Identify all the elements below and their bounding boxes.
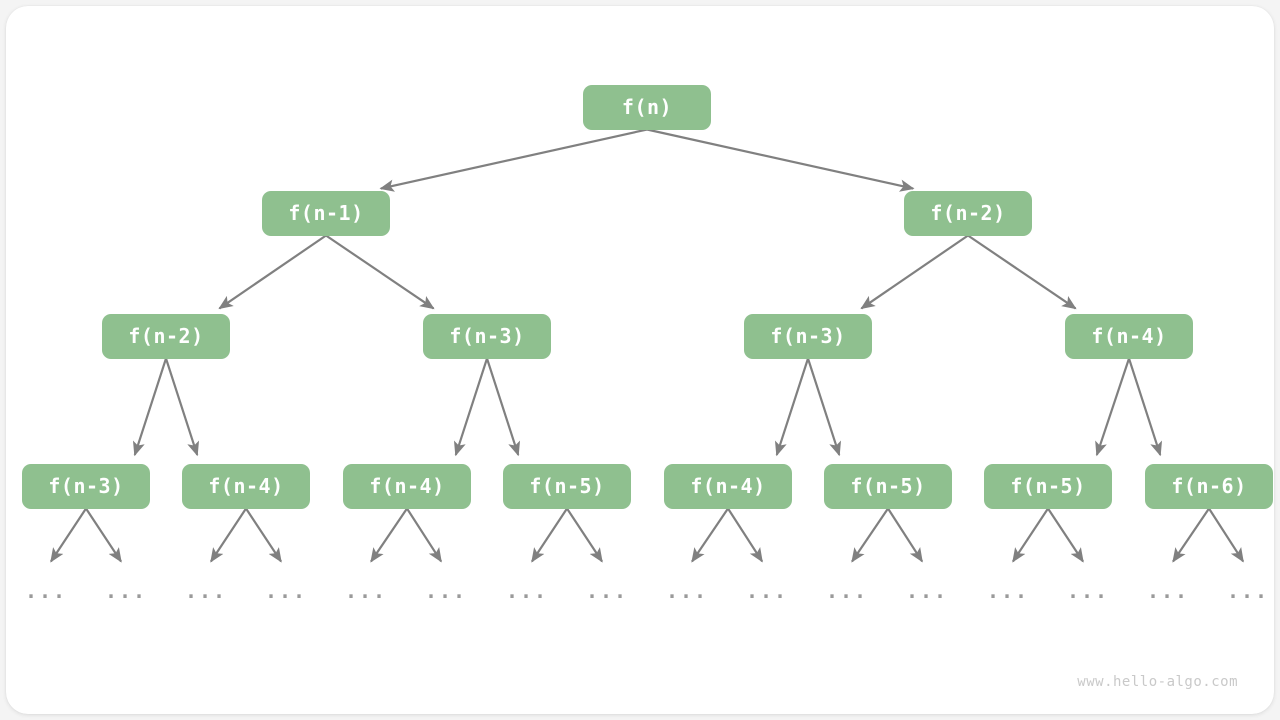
- tree-edge-l1n1-l2n3: [967, 234, 1077, 310]
- leaf-ellipsis-e9: ...: [745, 579, 789, 603]
- tree-node-l1n1: f(n-2): [904, 190, 1032, 236]
- watermark-label: www.hello-algo.com: [1077, 674, 1238, 690]
- tree-node-l2n3: f(n-4): [1065, 313, 1193, 359]
- tree-edge-l2n3-l3n7: [1127, 358, 1163, 457]
- leaf-ellipsis-e4: ...: [344, 579, 388, 603]
- tree-edge-l1n0-l2n0: [218, 234, 327, 310]
- leaf-edge-l3n5-e11: [887, 507, 924, 563]
- leaf-edge-l3n7-e15: [1208, 507, 1245, 563]
- leaf-edge-l3n3-e6: [531, 507, 568, 563]
- tree-node-l2n2: f(n-3): [744, 313, 872, 359]
- tree-node-l0n0: f(n): [583, 84, 711, 130]
- leaf-ellipsis-e13: ...: [1066, 579, 1110, 603]
- tree-node-l3n7: f(n-6): [1145, 463, 1273, 509]
- tree-edge-l2n0-l3n1: [164, 358, 200, 457]
- leaf-ellipsis-e3: ...: [264, 579, 308, 603]
- tree-edge-l1n1-l2n2: [860, 234, 969, 310]
- tree-node-l1n0: f(n-1): [262, 190, 390, 236]
- leaf-ellipsis-e5: ...: [424, 579, 468, 603]
- leaf-ellipsis-e10: ...: [825, 579, 869, 603]
- leaf-edge-l3n1-e3: [245, 507, 282, 563]
- tree-node-l2n0: f(n-2): [102, 313, 230, 359]
- leaf-edge-l3n0-e1: [85, 507, 122, 563]
- tree-node-l2n1: f(n-3): [423, 313, 551, 359]
- tree-node-l3n5: f(n-5): [824, 463, 952, 509]
- leaf-ellipsis-e0: ...: [24, 579, 68, 603]
- leaf-edge-l3n4-e9: [727, 507, 764, 563]
- leaf-ellipsis-e8: ...: [665, 579, 709, 603]
- tree-edge-l1n0-l2n1: [325, 234, 435, 310]
- tree-node-l3n0: f(n-3): [22, 463, 150, 509]
- tree-node-l3n4: f(n-4): [664, 463, 792, 509]
- leaf-edge-l3n3-e7: [566, 507, 603, 563]
- tree-node-l3n1: f(n-4): [182, 463, 310, 509]
- leaf-ellipsis-e11: ...: [905, 579, 949, 603]
- diagram-card: f(n) f(n-1) f(n-2) f(n-2) f(n-3) f(n-3) f(n-4)…: [6, 6, 1274, 714]
- tree-edge-l0n0-l1n0: [379, 128, 648, 192]
- leaf-edge-l3n0-e0: [50, 507, 87, 563]
- leaf-ellipsis-e2: ...: [184, 579, 228, 603]
- leaf-edge-l3n6-e12: [1012, 507, 1049, 563]
- tree-edge-l0n0-l1n1: [646, 128, 915, 192]
- tree-node-l3n2: f(n-4): [343, 463, 471, 509]
- tree-node-l3n3: f(n-5): [503, 463, 631, 509]
- leaf-edge-l3n1-e2: [210, 507, 247, 563]
- leaf-ellipsis-e6: ...: [505, 579, 549, 603]
- leaf-edge-l3n4-e8: [691, 507, 729, 563]
- leaf-edge-l3n6-e13: [1047, 507, 1084, 563]
- tree-edge-l2n2-l3n5: [806, 358, 842, 457]
- leaf-edge-l3n5-e10: [851, 507, 889, 563]
- leaf-ellipsis-e1: ...: [104, 579, 148, 603]
- leaf-edge-l3n2-e4: [370, 507, 408, 563]
- leaf-ellipsis-e15: ...: [1226, 579, 1270, 603]
- leaf-edge-l3n7-e14: [1172, 507, 1210, 563]
- leaf-ellipsis-e12: ...: [986, 579, 1030, 603]
- leaf-edge-l3n2-e5: [406, 507, 443, 563]
- tree-edge-l2n1-l3n3: [485, 358, 521, 457]
- tree-edge-l2n3-l3n6: [1095, 358, 1131, 457]
- tree-edge-l2n2-l3n4: [774, 358, 810, 457]
- tree-edge-l2n1-l3n2: [453, 358, 489, 457]
- leaf-ellipsis-e14: ...: [1146, 579, 1190, 603]
- tree-node-l3n6: f(n-5): [984, 463, 1112, 509]
- tree-edge-l2n0-l3n0: [132, 358, 168, 457]
- leaf-ellipsis-e7: ...: [585, 579, 629, 603]
